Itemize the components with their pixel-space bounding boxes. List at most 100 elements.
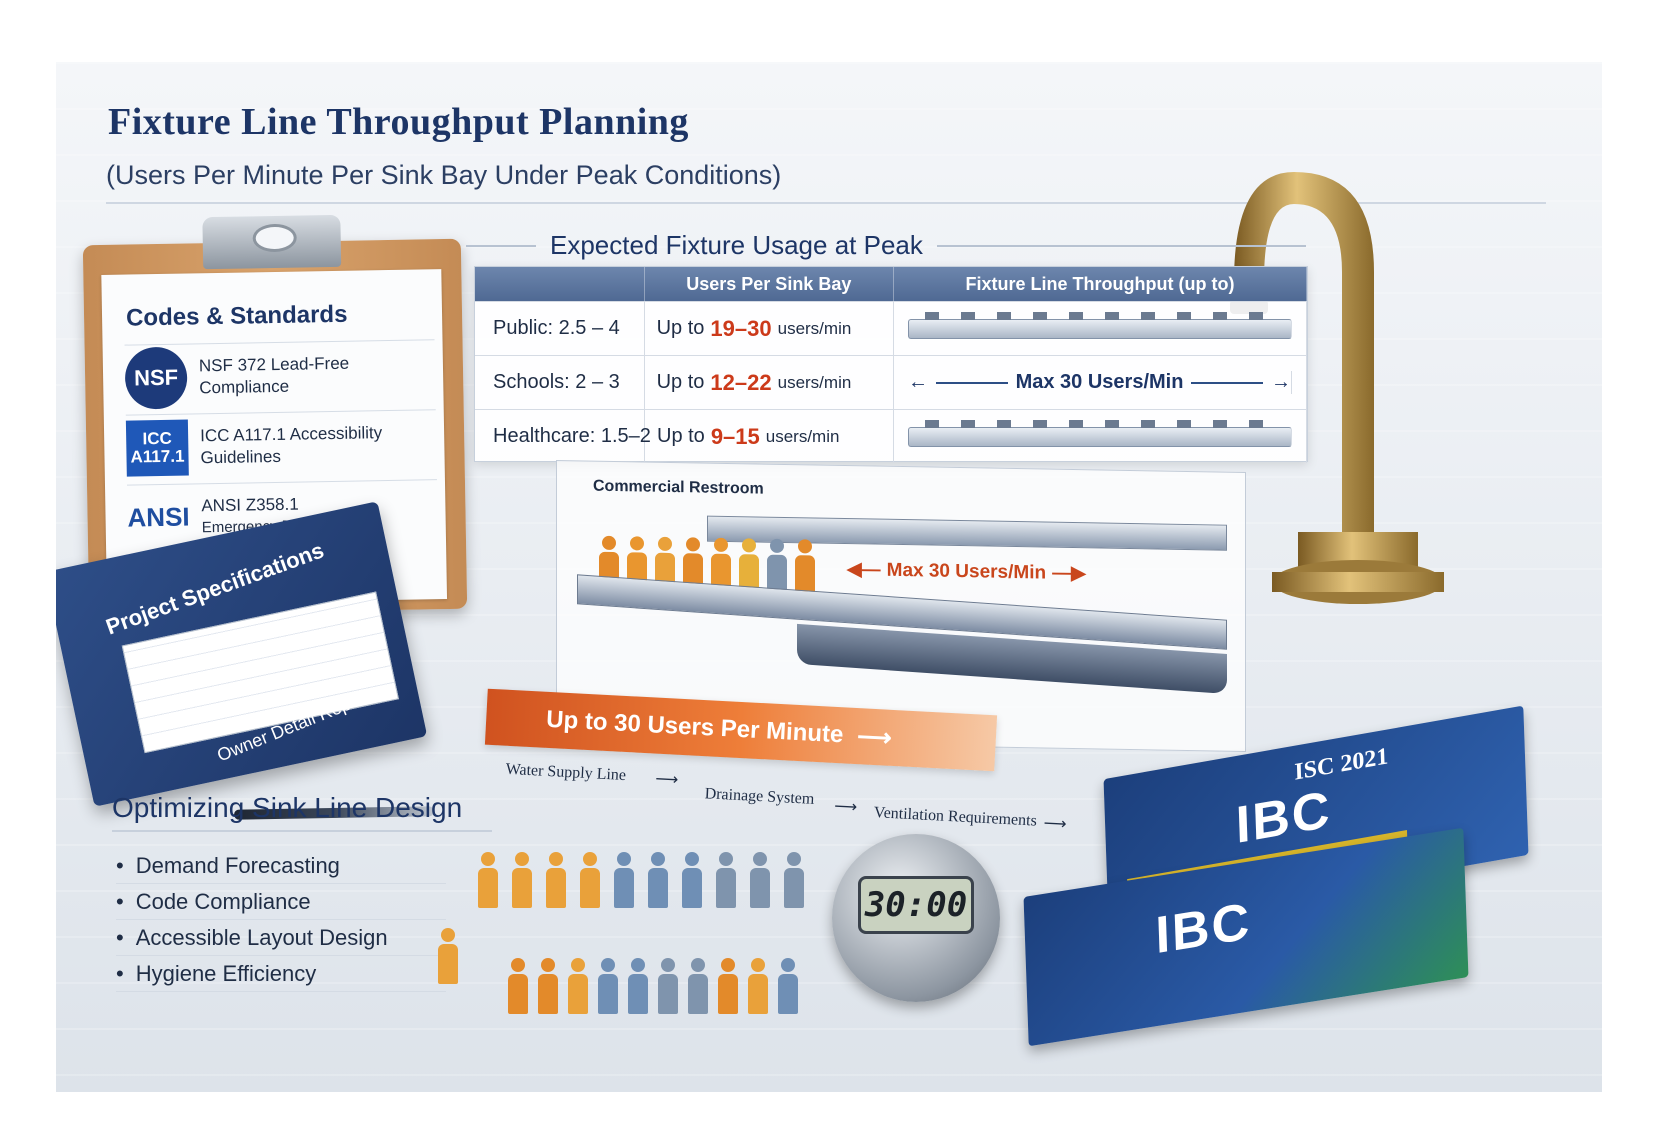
person-icon	[793, 539, 817, 595]
usage-table: Users Per Sink Bay Fixture Line Throughp…	[474, 266, 1308, 463]
title-divider	[106, 202, 1546, 204]
crowd-row-left	[436, 928, 460, 984]
arrow-right-icon: ⟶	[1043, 814, 1067, 834]
person-icon	[680, 852, 704, 908]
arrow-right-icon: ⟶	[654, 770, 679, 789]
col-header-throughput: Fixture Line Throughput (up to)	[894, 267, 1307, 301]
row-unit: users/min	[777, 318, 852, 338]
code-text: ICC A117.1 Accessibility Guidelines	[199, 422, 383, 467]
list-item: Hygiene Efficiency	[116, 956, 446, 992]
person-icon	[656, 958, 680, 1014]
person-icon	[596, 958, 620, 1014]
code-text: NSF 372 Lead-Free Compliance	[198, 353, 350, 397]
usage-title: Expected Fixture Usage at Peak	[550, 230, 923, 260]
table-row: Healthcare: 1.5–2 Up to 9–15 users/min	[475, 409, 1307, 463]
arrow-line	[1191, 381, 1264, 384]
row-category: Healthcare: 1.5–2	[475, 410, 651, 463]
person-icon	[748, 852, 772, 908]
flow-step: Drainage System	[704, 785, 815, 808]
row-unit: users/min	[765, 426, 840, 446]
codes-title: Codes & Standards	[125, 300, 348, 332]
icc-badge-line2: A117.1	[130, 446, 185, 467]
arrow-line	[936, 381, 1008, 384]
person-icon	[716, 958, 740, 1014]
timer-display: 30:00	[858, 876, 974, 934]
person-icon	[578, 852, 602, 908]
clipboard-clip-icon	[202, 214, 342, 270]
row-value: Up to 9–15 users/min	[645, 410, 895, 463]
icc-logo-icon: ICC A117.1	[125, 419, 189, 477]
flow-step: Ventilation Requirements	[873, 804, 1038, 830]
person-icon	[510, 852, 534, 908]
person-icon	[612, 852, 636, 908]
row-category: Public: 2.5 – 4	[475, 302, 645, 355]
list-item: Code Compliance	[116, 884, 446, 920]
row-prefix: Up to	[656, 317, 705, 339]
book-title: IBC	[1234, 780, 1333, 855]
list-item: Accessible Layout Design	[116, 920, 446, 956]
page-subtitle: (Users Per Minute Per Sink Bay Under Pea…	[106, 160, 782, 190]
page-title: Fixture Line Throughput Planning	[108, 101, 689, 143]
arrow-right-icon: —▶	[1052, 562, 1086, 585]
person-icon	[714, 852, 738, 908]
arrow-right-icon: ⟶	[833, 798, 858, 817]
arrow-left-icon: ←	[908, 371, 928, 393]
sink-line-icon	[908, 419, 1292, 447]
usage-header: Expected Fixture Usage at Peak	[466, 230, 1306, 261]
table-header: Users Per Sink Bay Fixture Line Throughp…	[475, 267, 1307, 301]
col-header-users: Users Per Sink Bay	[645, 267, 894, 301]
crowd-row-bottom	[506, 958, 800, 1014]
person-icon	[686, 958, 710, 1014]
col-header-category	[475, 267, 645, 301]
book-edition: ISC 2021	[1293, 743, 1389, 786]
infographic-panel: Fixture Line Throughput Planning (Users …	[56, 62, 1602, 1092]
row-visual: ← Max 30 Users/Min →	[894, 356, 1307, 409]
person-icon	[782, 852, 806, 908]
code-item-icc: ICC A117.1 ICC A117.1 Accessibility Guid…	[125, 409, 437, 481]
table-row: Schools: 2 – 3 Up to 12–22 users/min ← M…	[475, 355, 1307, 409]
crowd-row-top	[476, 852, 806, 908]
sink-line-icon	[908, 311, 1292, 339]
icc-badge-line1: ICC	[142, 428, 172, 448]
max-label: Max 30 Users/Min	[1015, 371, 1184, 393]
person-icon	[544, 852, 568, 908]
person-icon	[566, 958, 590, 1014]
person-icon	[436, 928, 460, 984]
max-throughput-arrow: ← Max 30 Users/Min →	[908, 371, 1292, 394]
restroom-max-label: ◀— Max 30 Users/Min —▶	[847, 558, 1086, 585]
table-row: Public: 2.5 – 4 Up to 19–30 users/min	[475, 301, 1307, 355]
nsf-logo-icon: NSF	[124, 346, 188, 410]
row-category: Schools: 2 – 3	[475, 356, 645, 409]
code-item-nsf: NSF NSF 372 Lead-Free Compliance	[124, 339, 436, 411]
optimizing-list: Demand Forecasting Code Compliance Acces…	[116, 848, 446, 992]
flow-step: Water Supply Line	[505, 760, 627, 785]
row-highlight: 19–30	[710, 315, 772, 341]
row-unit: users/min	[777, 372, 852, 392]
optimizing-title: Optimizing Sink Line Design	[112, 792, 463, 823]
usage-rule-left	[466, 244, 536, 247]
list-item: Demand Forecasting	[116, 848, 446, 884]
book-title: IBC	[1154, 892, 1253, 966]
person-icon	[776, 958, 800, 1014]
row-highlight: 9–15	[710, 423, 760, 449]
arrow-right-icon: ⟶	[856, 722, 893, 752]
ansi-logo-icon: ANSI	[127, 501, 190, 533]
row-visual	[894, 410, 1307, 463]
banner-text: Up to 30 Users Per Minute	[545, 705, 845, 749]
row-prefix: Up to	[656, 371, 705, 393]
brass-faucet-icon	[1230, 172, 1444, 604]
row-prefix: Up to	[657, 425, 705, 447]
row-value: Up to 19–30 users/min	[645, 302, 894, 355]
timer-icon: 30:00	[832, 834, 1000, 1002]
person-icon	[765, 539, 789, 595]
usage-rule-right	[936, 244, 1306, 247]
person-icon	[626, 958, 650, 1014]
arrow-left-icon: ◀—	[847, 559, 881, 581]
row-value: Up to 12–22 users/min	[645, 356, 894, 409]
person-icon	[646, 852, 670, 908]
crowd-illustration	[436, 848, 866, 1048]
person-icon	[476, 852, 500, 908]
arrow-right-icon: →	[1271, 371, 1292, 393]
person-icon	[506, 958, 530, 1014]
row-visual	[894, 302, 1307, 355]
